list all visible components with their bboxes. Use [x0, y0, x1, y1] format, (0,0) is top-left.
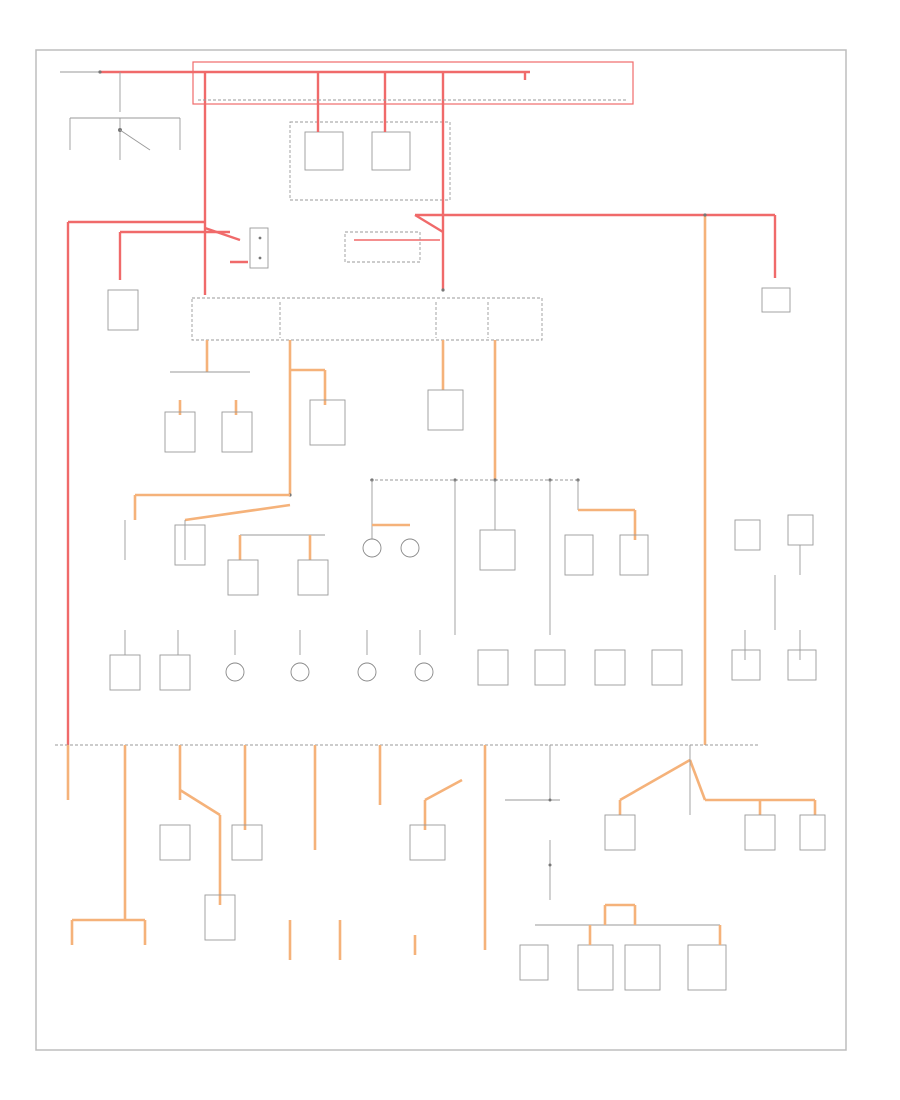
battery-generator-block: [60, 70, 181, 160]
lower-bus-drops: [66, 745, 560, 960]
mid-junction-dots: [288, 213, 707, 497]
red-battery-feed: [66, 104, 777, 745]
lamp-row: [109, 630, 683, 691]
bottom-connector-row: [519, 903, 727, 991]
switched-branches-left: [124, 493, 329, 596]
generator-lamp-box: [107, 289, 139, 331]
lower-right-fanout: [604, 745, 826, 851]
fuse-block: [191, 297, 543, 341]
right-relay-box: [761, 287, 791, 313]
page-border: [35, 49, 847, 1051]
underhood-fuse-box: [100, 61, 634, 105]
fuse-box-outline: [192, 61, 634, 105]
right-column-components: [731, 514, 817, 681]
underhood-electrical-center: [289, 104, 451, 201]
ignition-switch: [249, 227, 421, 269]
side-marker-lamps: [362, 480, 649, 635]
switched-branches-upper: [164, 340, 497, 495]
